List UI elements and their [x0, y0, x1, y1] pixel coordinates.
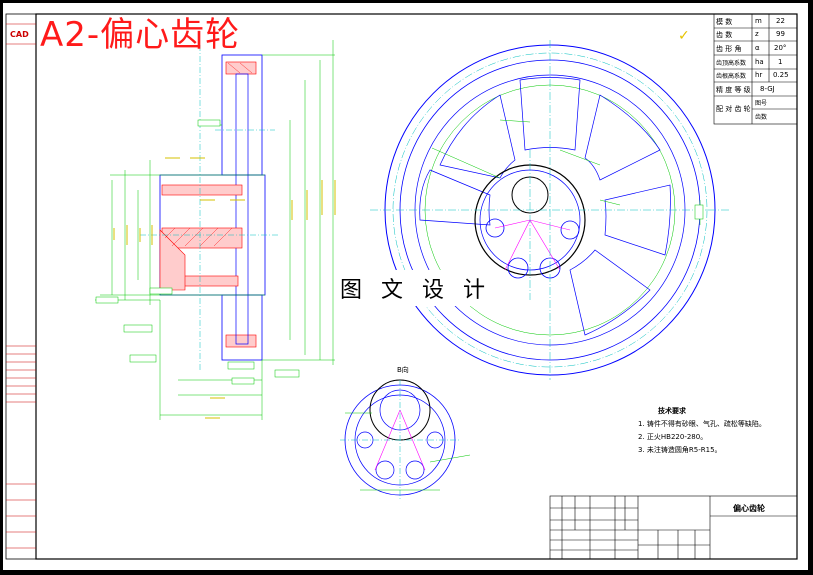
title-block-grid — [549, 495, 798, 560]
param-label-0: 模 数 — [716, 18, 733, 26]
front-view — [370, 40, 730, 380]
param-val-0: 22 — [776, 17, 785, 25]
param-sym-1: z — [755, 30, 759, 38]
param-sym-2: α — [755, 44, 760, 52]
param-val-5: 8-GJ — [760, 85, 775, 93]
part-name: 偏心齿轮 — [733, 504, 765, 513]
tech-note-2: 2. 正火HB220-280。 — [638, 433, 708, 441]
param-val-3: 1 — [778, 58, 783, 66]
tech-note-1: 1. 铸件不得有砂眼、气孔、疏松等缺陷。 — [638, 420, 766, 428]
left-strip-boxes — [6, 23, 36, 549]
param-sym-4: hr — [755, 71, 763, 79]
param-sym-0: m — [755, 17, 762, 25]
param-label-3: 齿顶高系数 — [716, 60, 747, 67]
watermark: 图 文 设 计 — [334, 270, 497, 306]
param-sym-6: 图号 — [755, 100, 768, 107]
view-b — [340, 379, 471, 500]
tech-notes: 技术要求 1. 铸件不得有砂眼、气孔、疏松等缺陷。 2. 正火HB220-280… — [638, 405, 766, 457]
param-sym-7: 齿数 — [755, 114, 768, 121]
param-sym-3: ha — [755, 58, 764, 66]
roughness-check-icon: ✓ — [678, 28, 690, 44]
param-label-2: 齿 形 角 — [716, 45, 742, 53]
left-strip — [5, 13, 37, 560]
param-label-4: 齿根高系数 — [716, 73, 747, 80]
tech-notes-heading: 技术要求 — [658, 407, 686, 415]
param-label-1: 齿 数 — [716, 31, 733, 39]
drawing-title: A2-偏心齿轮 — [40, 15, 241, 55]
param-label-6: 配 对 齿 轮 — [716, 105, 751, 113]
section-view — [95, 40, 336, 420]
param-val-4: 0.25 — [773, 71, 789, 79]
param-label-5: 精 度 等 级 — [716, 86, 751, 94]
params-table-grid — [713, 13, 798, 125]
param-val-1: 99 — [776, 30, 785, 38]
view-b-label: B向 — [397, 366, 409, 374]
param-val-2: 20° — [774, 44, 787, 52]
tech-note-3: 3. 未注铸造圆角R5-R15。 — [638, 446, 722, 454]
cad-label: CAD — [10, 30, 29, 39]
